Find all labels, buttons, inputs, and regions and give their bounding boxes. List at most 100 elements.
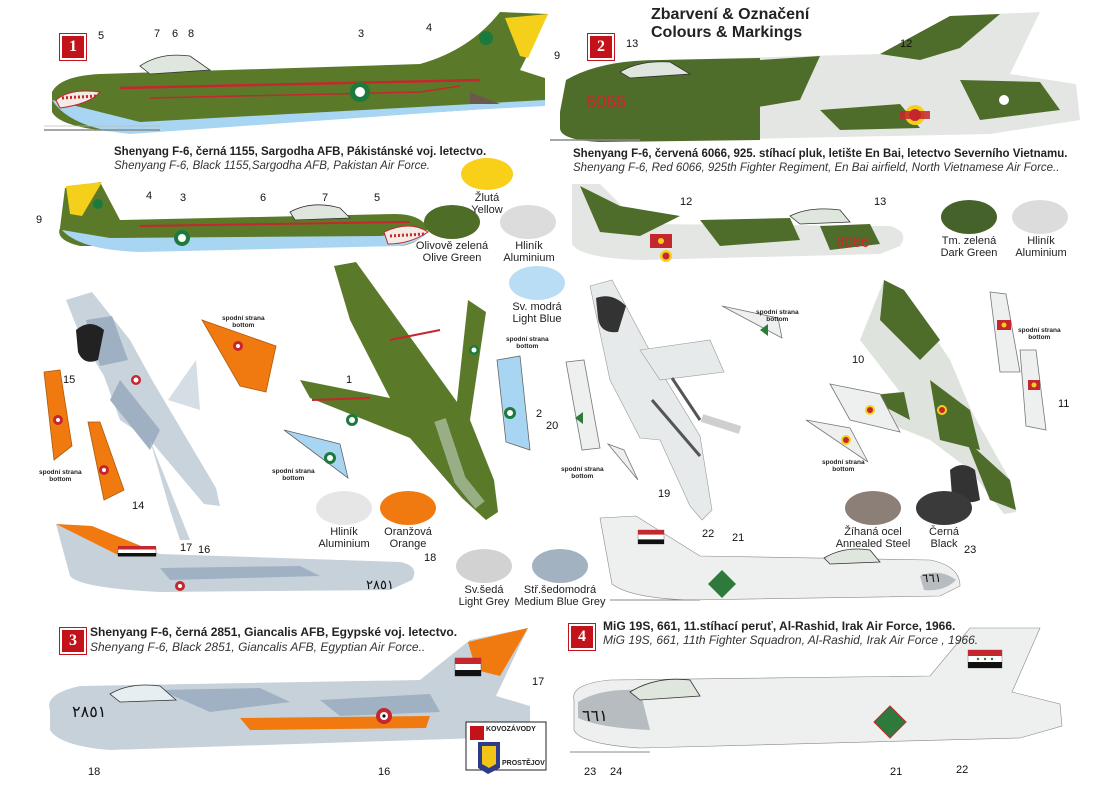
swatch-black [916, 491, 972, 525]
caption-2-en: Shenyang F-6, Red 6066, 925th Fighter Re… [573, 162, 1060, 174]
callout-23-a: 23 [964, 544, 977, 556]
serial-661-small: ٦٦١ [922, 571, 942, 585]
callout-10: 10 [852, 354, 865, 366]
callout-4-a: 4 [426, 22, 433, 34]
swatch-orange [380, 491, 436, 525]
caption-1-en: Shenyang F-6, Black 1155,Sargodha AFB, P… [114, 160, 430, 172]
serial-6066-side: 6066 [586, 92, 627, 112]
callout-20: 20 [546, 420, 559, 432]
serial-2851-small: ٢٨٥١ [366, 577, 394, 592]
callout-12-a: 12 [900, 38, 913, 50]
aircraft-3-side-small [56, 524, 415, 592]
header-title-cz: Zbarvení & Označení [651, 6, 810, 23]
aircraft-1-plan-view [300, 262, 498, 520]
callout-6-b: 6 [260, 192, 267, 204]
caption-1-cz: Shenyang F-6, černá 1155, Sargodha AFB, … [114, 146, 487, 158]
swatch-lblue [509, 266, 565, 300]
callout-3-a: 3 [358, 28, 365, 40]
callout-16-a: 16 [198, 544, 211, 556]
vn-wing-bottom-1 [829, 383, 901, 433]
vn-tail-2 [606, 443, 639, 481]
callout-22-b: 22 [956, 764, 969, 776]
scheme-badge-2: 2 [588, 34, 614, 60]
callout-19: 19 [658, 488, 671, 500]
callout-11: 11 [1058, 398, 1070, 410]
swatch-alu1 [500, 205, 556, 239]
callout-7-a: 7 [154, 28, 161, 40]
callout-9-a: 9 [554, 50, 561, 62]
callout-8-a: 8 [188, 28, 195, 40]
swatch-dgreen [941, 200, 997, 234]
aircraft-4-side-large [570, 627, 1063, 753]
callout-17-b: 17 [532, 676, 545, 688]
caption-4-cz: MiG 19S, 661, 11.stíhací peruť, Al-Rashi… [603, 619, 956, 633]
header-title-en: Colours & Markings [651, 24, 803, 41]
callout-5-b: 5 [374, 192, 381, 204]
scheme-badge-3: 3 [60, 628, 86, 654]
egy-tail-orange-3 [87, 421, 125, 501]
callout-18-a: 18 [424, 552, 437, 564]
egy-tail-orange-1 [201, 319, 277, 393]
callout-9-b: 9 [36, 214, 43, 226]
scheme-badge-1: 1 [60, 34, 86, 60]
callout-2: 2 [536, 408, 543, 420]
aircraft-2-plan-view-left [589, 279, 742, 521]
serial-2851-large: ٢٨٥١ [72, 704, 107, 721]
swatch-alu2 [1012, 200, 1068, 234]
aircraft-2-side-top [550, 12, 1080, 142]
callout-6-a: 6 [172, 28, 179, 40]
callout-3-b: 3 [180, 192, 187, 204]
callout-12-b: 12 [680, 196, 693, 208]
aircraft-2-side-small [572, 184, 904, 262]
callout-21-b: 21 [890, 766, 903, 778]
callout-4-b: 4 [146, 190, 153, 202]
callout-15: 15 [63, 374, 76, 386]
callout-1: 1 [346, 374, 353, 386]
pak-underwing-left [283, 429, 349, 479]
aircraft-3-side-large [49, 628, 531, 750]
swatch-yellow [461, 158, 513, 190]
caption-4-en: MiG 19S, 661, 11th Fighter Squadron, Al-… [603, 633, 979, 647]
aircraft-1-side-top [44, 12, 548, 134]
callout-22-a: 22 [702, 528, 715, 540]
swatch-mbgrey [532, 549, 588, 583]
caption-3-cz: Shenyang F-6, černá 2851, Giancalis AFB,… [90, 625, 458, 639]
aircraft-4-side-small [599, 515, 961, 601]
callout-5-a: 5 [98, 30, 105, 42]
logo-line1: KOVOZÁVODY [486, 726, 536, 733]
caption-3-en: Shenyang F-6, Black 2851, Giancalis AFB,… [90, 640, 426, 654]
swatch-steel [845, 491, 901, 525]
callout-21-a: 21 [732, 532, 745, 544]
scheme-badge-4: 4 [569, 624, 595, 650]
logo-line2: PROSTĚJOV [502, 760, 545, 767]
pak-underwing-right [496, 355, 531, 451]
callout-13-a: 13 [626, 38, 639, 50]
aircraft-1-side-bottom [59, 182, 429, 252]
callout-24: 24 [610, 766, 623, 778]
serial-6066-small: 6066 [836, 234, 870, 251]
callout-13-b: 13 [874, 196, 887, 208]
vn-underwing-left [565, 359, 601, 451]
kp-logo [465, 721, 547, 774]
aircraft-3-plan-view [66, 292, 220, 540]
aircraft-2-plan-view-right [860, 280, 1016, 514]
callout-17-a: 17 [180, 542, 193, 554]
